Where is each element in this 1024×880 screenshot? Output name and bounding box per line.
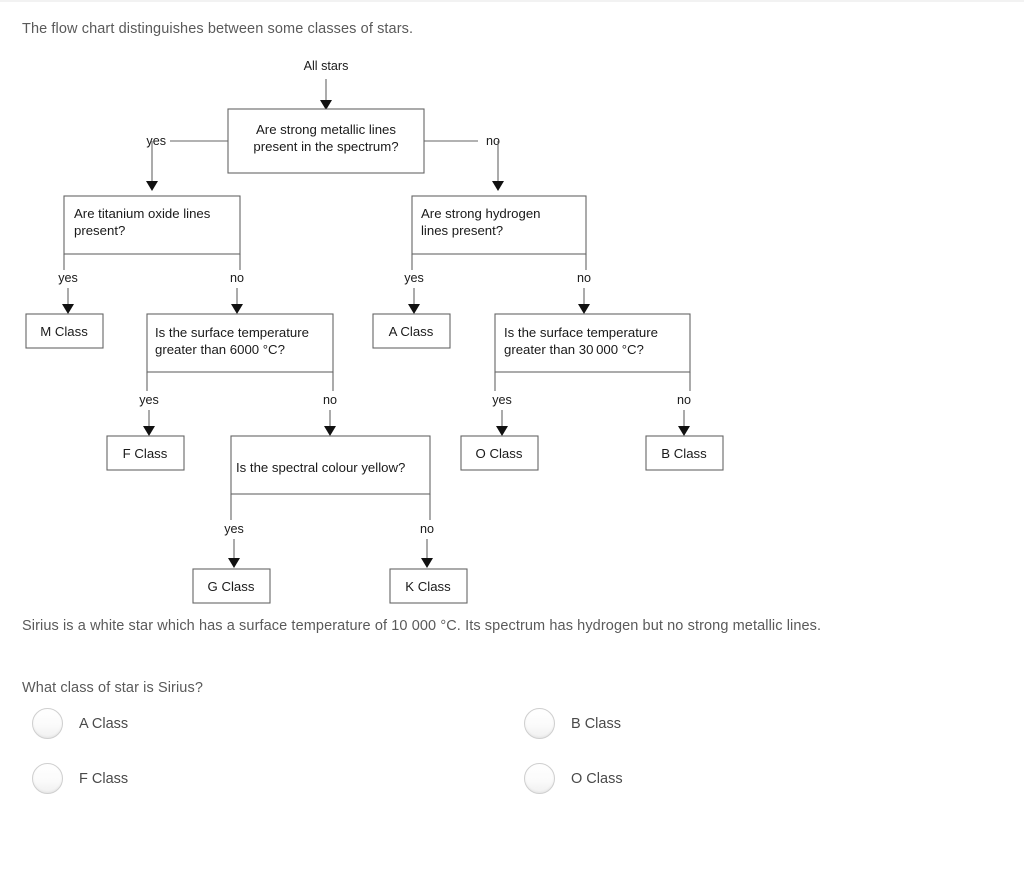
arrowhead-icon (492, 181, 504, 191)
arrowhead-icon (146, 181, 158, 191)
edge-label-no-titanium: no (230, 271, 244, 285)
edge-label-no-yellow: no (420, 522, 434, 536)
edge-label-no-temp30000: no (677, 393, 691, 407)
node-titanium-oxide (63, 195, 241, 255)
node-k-class (389, 568, 468, 604)
node-b-class-label: B Class (661, 446, 707, 461)
page-top-divider (0, 0, 1024, 2)
node-spectral-yellow (230, 435, 431, 495)
option-label-b-class: B Class (571, 715, 621, 732)
radio-button-o-class[interactable] (524, 763, 555, 794)
option-o-class[interactable]: O Class (524, 763, 623, 794)
edge-label-no-temp6000: no (323, 393, 337, 407)
arrowhead-icon (678, 426, 690, 436)
arrowhead-icon (421, 558, 433, 568)
node-m-class-label: M Class (40, 324, 88, 339)
option-f-class[interactable]: F Class (32, 763, 128, 794)
arrowhead-icon (578, 304, 590, 314)
node-a-class (372, 313, 451, 349)
edge-label-yes-yellow: yes (224, 522, 244, 536)
option-label-f-class: F Class (79, 770, 129, 787)
node-o-class-label: O Class (476, 446, 523, 461)
option-label-a-class: A Class (79, 715, 129, 732)
edge-label-yes-hydrogen: yes (404, 271, 424, 285)
node-temp-6000-line1: Is the surface temperature (155, 325, 309, 340)
option-a-class[interactable]: A Class (32, 708, 128, 739)
node-metallic-lines-line1: Are strong metallic lines (256, 122, 396, 137)
question-text: What class of star is Sirius? (22, 680, 203, 696)
node-hydrogen-lines-line2: lines present? (421, 223, 503, 238)
edge-label-yes-metallic: yes (146, 134, 166, 148)
node-f-class-label: F Class (123, 446, 168, 461)
node-temp-30000 (494, 313, 691, 373)
node-hydrogen-lines (411, 195, 587, 255)
edge-label-no-metallic: no (486, 134, 500, 148)
answer-options: A Class B Class F Class O Class (0, 708, 1024, 818)
node-hydrogen-lines-line1: Are strong hydrogen (421, 206, 541, 221)
option-label-o-class: O Class (571, 770, 623, 787)
flow-label-all-stars: All stars (304, 59, 349, 73)
node-temp-6000-line2: greater than 6000 °C? (155, 342, 285, 357)
arrowhead-icon (320, 100, 332, 110)
edge-label-yes-temp6000: yes (139, 393, 159, 407)
arrowhead-icon (62, 304, 74, 314)
option-b-class[interactable]: B Class (524, 708, 621, 739)
node-titanium-oxide-line2: present? (74, 223, 125, 238)
radio-button-f-class[interactable] (32, 763, 63, 794)
edge-label-yes-temp30000: yes (492, 393, 512, 407)
node-f-class (106, 435, 185, 471)
node-titanium-oxide-line1: Are titanium oxide lines (74, 206, 211, 221)
edge-label-no-hydrogen: no (577, 271, 591, 285)
node-spectral-yellow-label: Is the spectral colour yellow? (236, 460, 405, 475)
flow-chart: All stars Are strong metallic lines pres… (0, 48, 1024, 613)
node-o-class (460, 435, 539, 471)
node-g-class (192, 568, 271, 604)
arrowhead-icon (143, 426, 155, 436)
radio-button-b-class[interactable] (524, 708, 555, 739)
option-row-2: F Class O Class (0, 763, 1024, 818)
node-k-class-label: K Class (405, 579, 451, 594)
node-metallic-lines-line2: present in the spectrum? (253, 139, 398, 154)
node-temp-30000-line2: greater than 30 000 °C? (504, 342, 644, 357)
intro-text: The flow chart distinguishes between som… (22, 21, 414, 37)
arrowhead-icon (324, 426, 336, 436)
node-a-class-label: A Class (389, 324, 434, 339)
arrowhead-icon (496, 426, 508, 436)
arrowhead-icon (408, 304, 420, 314)
node-m-class (25, 313, 104, 349)
option-row-1: A Class B Class (0, 708, 1024, 763)
sirius-statement: Sirius is a white star which has a surfa… (22, 618, 822, 634)
radio-button-a-class[interactable] (32, 708, 63, 739)
arrowhead-icon (228, 558, 240, 568)
node-temp-6000 (146, 313, 334, 373)
edge-label-yes-titanium: yes (58, 271, 78, 285)
node-temp-30000-line1: Is the surface temperature (504, 325, 658, 340)
node-b-class (645, 435, 724, 471)
arrowhead-icon (231, 304, 243, 314)
node-g-class-label: G Class (208, 579, 255, 594)
